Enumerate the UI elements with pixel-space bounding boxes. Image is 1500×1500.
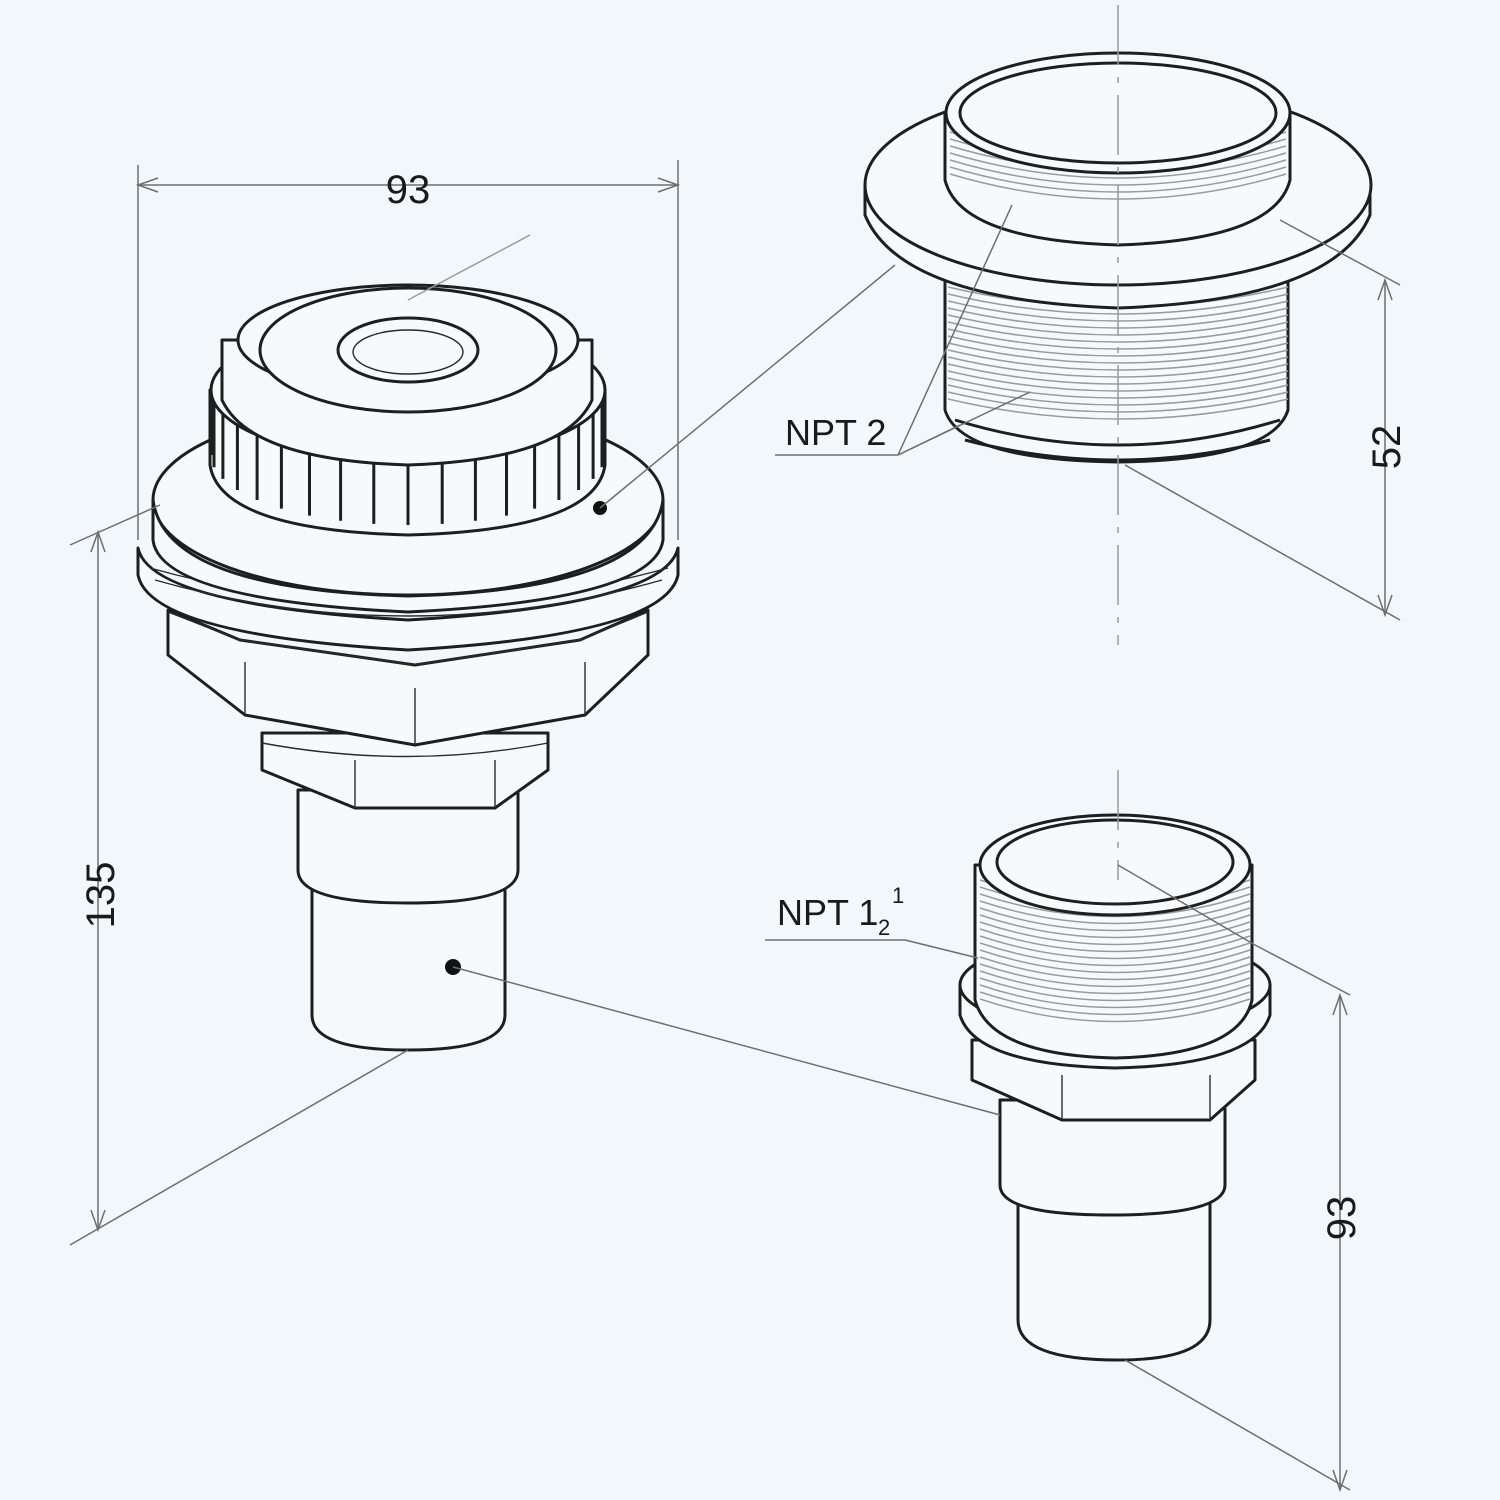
flange-throat	[943, 51, 1292, 247]
threaded-fitting-part	[958, 813, 1272, 1362]
return-fitting-assembly	[136, 283, 680, 1052]
dimension-left-height: 135	[79, 862, 123, 929]
npt-small-numerator: 1	[892, 883, 904, 908]
dimension-labels: 93 135 52 93	[79, 168, 1409, 1240]
dimension-top-width: 93	[386, 168, 431, 212]
lower-hex-nut	[260, 731, 550, 810]
npt-small-denominator: 2	[878, 915, 890, 940]
npt-large-label: NPT 2	[785, 412, 886, 453]
fitting-tail	[998, 1098, 1227, 1362]
upper-hex-nut	[166, 608, 650, 747]
threaded-flange-part	[863, 51, 1373, 464]
dimension-fitting-height: 93	[1320, 1196, 1364, 1241]
eyeball-cap	[220, 283, 594, 467]
knurl-ridges	[209, 390, 607, 525]
fitting-threads	[973, 813, 1254, 1060]
thread-labels: NPT 2 NPT 1 1 2	[777, 412, 904, 940]
npt-small-label: NPT 1	[777, 892, 878, 933]
dimension-lines	[69, 5, 1401, 1493]
tail-pipe	[296, 788, 520, 1052]
dimension-flange-height: 52	[1365, 425, 1409, 470]
